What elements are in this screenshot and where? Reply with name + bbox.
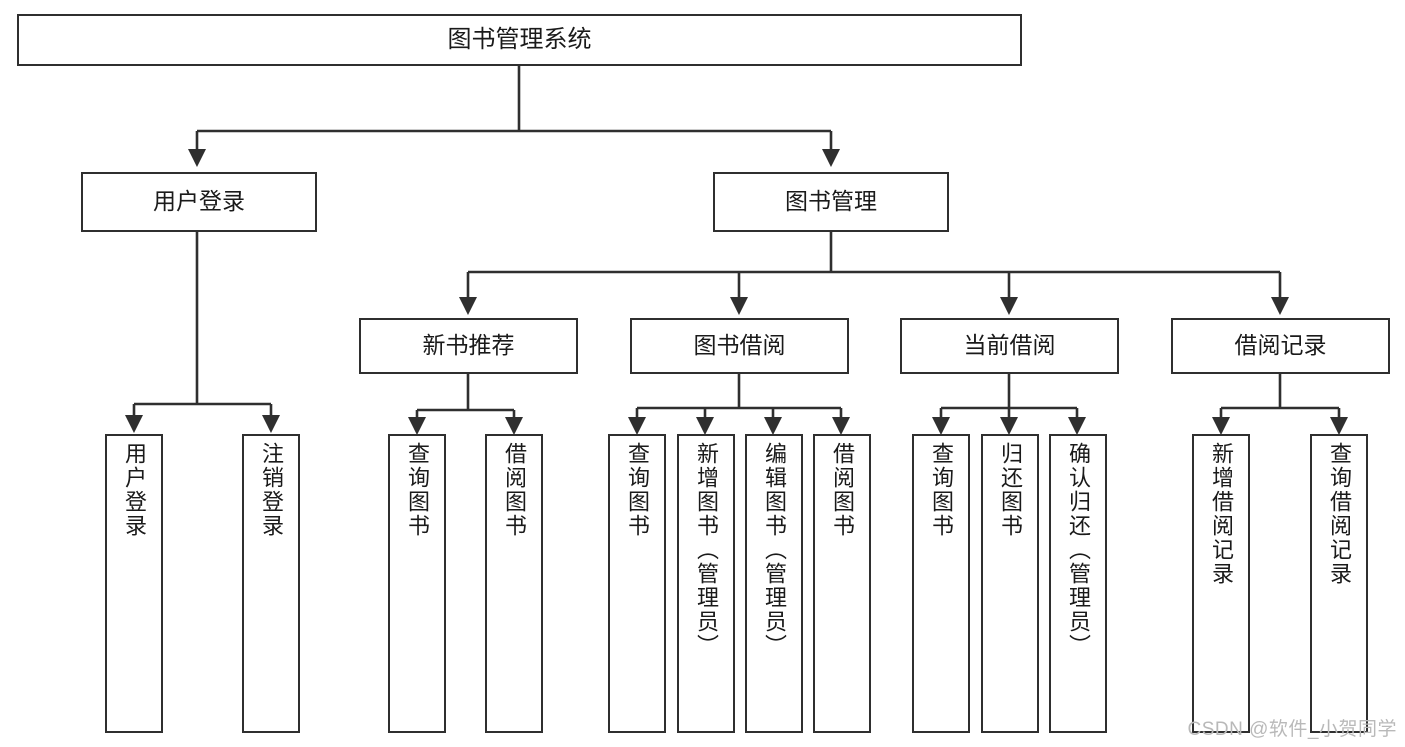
leaf-return-book[interactable]: 归还图书 (981, 434, 1039, 733)
node-borrow-record[interactable]: 借阅记录 (1171, 318, 1390, 374)
leaf-user-login[interactable]: 用户登录 (105, 434, 163, 733)
leaf-add-borrow-record[interactable]: 新增借阅记录 (1192, 434, 1250, 733)
node-label: 图书管理 (785, 188, 877, 215)
leaf-edit-book-admin[interactable]: 编辑图书（管理员） (745, 434, 803, 733)
node-label: 用户登录 (153, 188, 245, 215)
node-book-borrow[interactable]: 图书借阅 (630, 318, 849, 374)
node-root-system[interactable]: 图书管理系统 (17, 14, 1022, 66)
leaf-logout[interactable]: 注销登录 (242, 434, 300, 733)
node-label: 归还图书 (998, 442, 1023, 538)
node-label: 用户登录 (122, 442, 147, 538)
leaf-query-book-recommend[interactable]: 查询图书 (388, 434, 446, 733)
node-label: 查询图书 (625, 442, 650, 538)
node-label: 借阅图书 (830, 442, 855, 538)
node-label: 当前借阅 (963, 332, 1056, 359)
node-new-book-recommend[interactable]: 新书推荐 (359, 318, 578, 374)
leaf-borrow-book[interactable]: 借阅图书 (813, 434, 871, 733)
node-label: 确认归还（管理员） (1066, 442, 1091, 658)
node-book-management[interactable]: 图书管理 (713, 172, 949, 232)
node-label: 查询图书 (405, 442, 430, 538)
watermark-text: CSDN @软件_小贺同学 (1187, 719, 1397, 740)
node-label: 借阅记录 (1234, 332, 1327, 359)
leaf-query-borrow-record[interactable]: 查询借阅记录 (1310, 434, 1368, 733)
node-label: 注销登录 (259, 442, 284, 538)
node-label: 新增图书（管理员） (694, 442, 719, 658)
node-label: 查询借阅记录 (1327, 442, 1352, 586)
node-user-login[interactable]: 用户登录 (81, 172, 317, 232)
leaf-confirm-return-admin[interactable]: 确认归还（管理员） (1049, 434, 1107, 733)
node-label: 查询图书 (929, 442, 954, 538)
node-label: 编辑图书（管理员） (762, 442, 787, 658)
leaf-borrow-book-recommend[interactable]: 借阅图书 (485, 434, 543, 733)
node-label: 图书管理系统 (447, 25, 592, 53)
leaf-query-book-current[interactable]: 查询图书 (912, 434, 970, 733)
node-label: 新增借阅记录 (1209, 442, 1234, 586)
leaf-add-book-admin[interactable]: 新增图书（管理员） (677, 434, 735, 733)
node-label: 图书借阅 (693, 332, 786, 359)
leaf-query-book-borrow[interactable]: 查询图书 (608, 434, 666, 733)
node-current-borrow[interactable]: 当前借阅 (900, 318, 1119, 374)
node-label: 新书推荐 (422, 332, 515, 359)
node-label: 借阅图书 (502, 442, 527, 538)
